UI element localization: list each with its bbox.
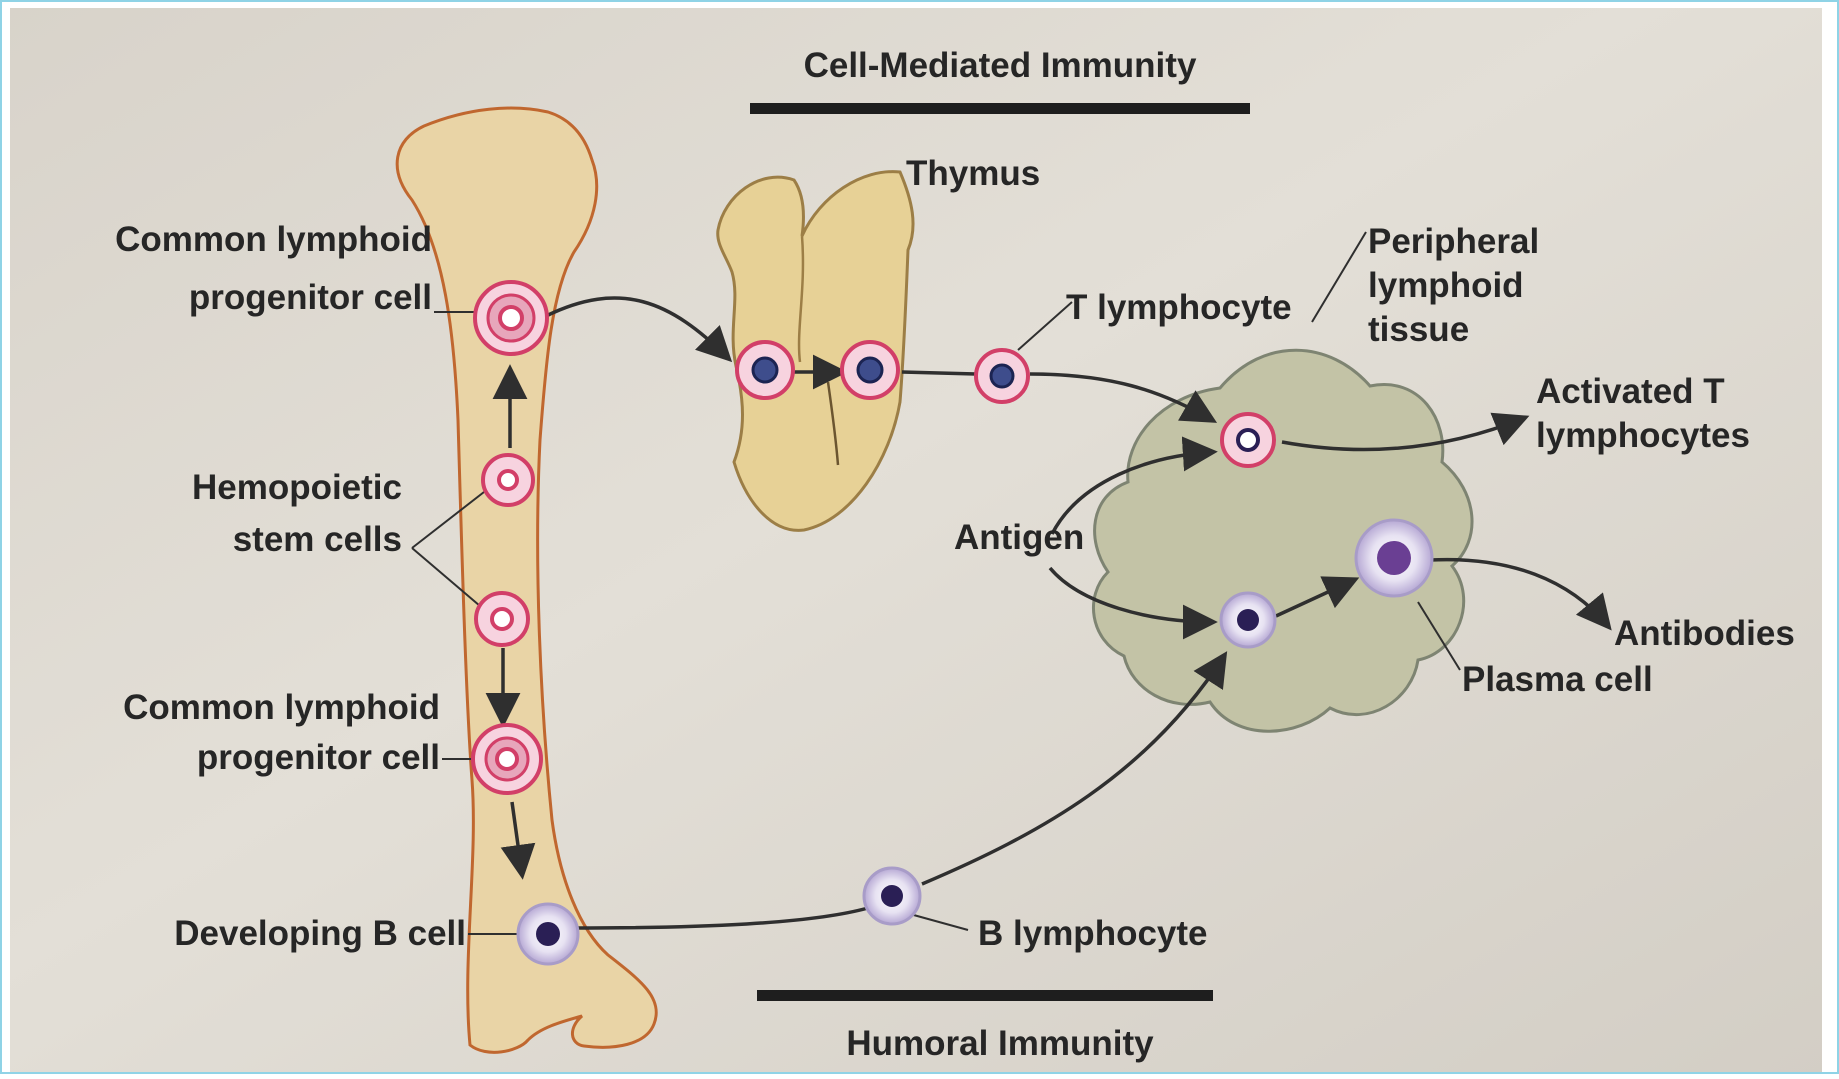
cell-b-lymphocyte <box>864 868 920 924</box>
cell-thymocyte-2 <box>842 342 898 398</box>
white-margin-right <box>1822 0 1839 1074</box>
label-t-lymphocyte: T lymphocyte <box>1066 286 1292 330</box>
cell-hemopoietic-stem-bottom <box>476 593 528 645</box>
humoral-immunity-heading: Humoral Immunity <box>760 1022 1240 1066</box>
label-hemopoietic-1: Hemopoietic <box>90 466 402 510</box>
label-peripheral-2: lymphoid <box>1368 264 1524 308</box>
cell-plasma <box>1356 520 1432 596</box>
label-activated-1: Activated T <box>1536 370 1725 414</box>
label-activated-2: lymphocytes <box>1536 414 1750 458</box>
white-margin-top <box>0 0 1839 8</box>
label-common-lymphoid-top-2: progenitor cell <box>90 276 432 320</box>
label-common-lymphoid-bottom-2: progenitor cell <box>90 736 440 780</box>
label-b-lymphocyte: B lymphocyte <box>978 912 1208 956</box>
label-thymus: Thymus <box>906 152 1040 196</box>
cell-t-lymphocyte <box>976 350 1028 402</box>
label-antigen: Antigen <box>954 516 1084 560</box>
cell-thymocyte-1 <box>737 342 793 398</box>
white-margin-left <box>0 0 10 1074</box>
humoral-bar <box>757 990 1213 1001</box>
cell-common-lymphoid-progenitor-top <box>475 282 547 354</box>
cell-mediated-bar <box>750 103 1250 114</box>
label-peripheral-1: Peripheral <box>1368 220 1539 264</box>
cell-common-lymphoid-progenitor-bottom <box>473 725 541 793</box>
label-hemopoietic-2: stem cells <box>90 518 402 562</box>
label-antibodies: Antibodies <box>1614 612 1795 656</box>
label-plasma-cell: Plasma cell <box>1462 658 1653 702</box>
cell-developing-b <box>518 904 578 964</box>
cell-hemopoietic-stem-top <box>483 455 533 505</box>
cell-mediated-immunity-heading: Cell-Mediated Immunity <box>760 44 1240 88</box>
label-peripheral-3: tissue <box>1368 308 1469 352</box>
cell-b-in-tissue <box>1221 593 1275 647</box>
label-common-lymphoid-bottom-1: Common lymphoid <box>90 686 440 730</box>
line-thymus-to-t <box>902 372 976 374</box>
cell-activated-t-in-tissue <box>1222 414 1274 466</box>
label-developing-b-cell: Developing B cell <box>90 912 466 956</box>
label-common-lymphoid-top-1: Common lymphoid <box>90 218 432 262</box>
